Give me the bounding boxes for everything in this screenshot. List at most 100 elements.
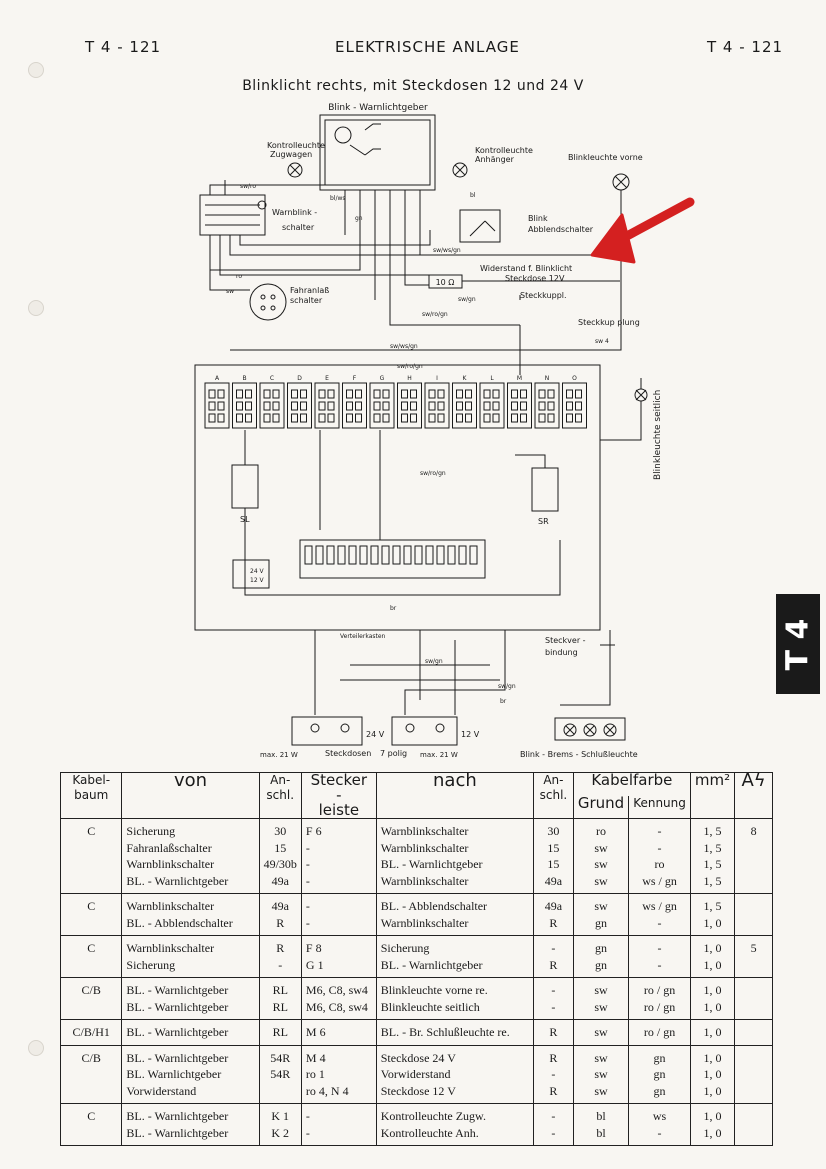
wire-label: ro (236, 273, 242, 280)
cell-kenn: ws- (628, 1103, 691, 1146)
cell-line: - (657, 824, 662, 838)
cell-line: 49/30b (263, 857, 297, 871)
cell-a (734, 1044, 773, 1104)
plug-pin (381, 545, 390, 565)
cell-line: Warnblinkschalter (380, 824, 469, 838)
cell-line: Warnblinkschalter (380, 873, 469, 888)
header-a-label: A (741, 770, 754, 791)
page-title: Blinklicht rechts, mit Steckdosen 12 und… (242, 78, 584, 94)
cell-line: R (276, 915, 285, 930)
kontrolleuchte-anh-lamp (452, 162, 468, 178)
cell-line: Steckdose 24 V (380, 1050, 456, 1065)
warnblinkschalter-label-2: schalter (282, 223, 315, 232)
cell-line: C/B (81, 983, 101, 997)
fuse-label: H (407, 375, 412, 382)
cell-line: gn (595, 957, 608, 972)
cell-line: R (549, 1050, 558, 1065)
cell-line: Warnblinkschalter (126, 857, 215, 871)
cell-line: 8 (750, 824, 757, 838)
plug-pin (425, 545, 434, 565)
cell-line: Sicherung (126, 957, 176, 972)
kontrolleuchte-anh-label-1: Kontrolleuchte (475, 146, 533, 155)
cell-an: RL (258, 1019, 302, 1046)
cell-line: - (305, 840, 310, 855)
cell-line: ro (596, 824, 607, 838)
cell-baum: C/B (59, 977, 123, 1020)
plug-pin (403, 545, 412, 565)
fuse-label: O (572, 375, 577, 382)
cell-line: Vorwiderstand (380, 1067, 451, 1081)
abblendschalter-label-1: Blink (528, 214, 548, 223)
cell-line: - (305, 1125, 310, 1140)
plug-pin (304, 545, 313, 565)
central-plug-strip (299, 539, 486, 579)
fuse-slot: I (424, 375, 450, 429)
cell-line: 30 (547, 824, 560, 838)
cell-line: - (305, 873, 310, 888)
cell-line: Kontrolleuchte Anh. (380, 1125, 479, 1140)
cell-line: 1, 0 (703, 983, 722, 997)
cell-line: gn (653, 1067, 666, 1081)
header-anschl: An-schl. (258, 772, 302, 819)
cell-line: BL. - Warnlichtgeber (126, 999, 229, 1014)
cell-line: sw (594, 1083, 608, 1098)
cell-baum: C (59, 935, 123, 978)
fuse-label: E (325, 375, 329, 382)
cell-a (734, 977, 773, 1020)
max-21w-b: max. 21 W (420, 751, 458, 759)
cell-line: 1, 0 (703, 1125, 722, 1140)
cell-line: 1, 5 (703, 824, 722, 838)
binder-hole (28, 1040, 44, 1056)
fuse-label: N (545, 375, 550, 382)
cell-line: sw (594, 1067, 608, 1081)
wire-color-labels: sw/ro bl/ws gn sw/ws/gn ro sw sw/gn sw/r… (226, 183, 609, 705)
fuse-label: K (463, 375, 468, 382)
wire-label: sw/ro (240, 183, 256, 190)
header-kabelbaum-1: Kabel- (72, 773, 111, 787)
cell-line: gn (653, 1050, 666, 1065)
cell-line: BL. - Br. Schlußleuchte re. (380, 1025, 510, 1039)
cell-line: 1, 0 (703, 941, 722, 955)
cell-line: 1, 0 (703, 1025, 722, 1039)
max-21w-a: max. 21 W (260, 751, 298, 759)
cell-line: Warnblinkschalter (126, 941, 215, 955)
cell-line: sw (594, 899, 608, 913)
cell-line: 15 (547, 840, 560, 855)
cell-an: R- (258, 935, 302, 978)
wire-label: sw/ws/gn (390, 343, 418, 350)
relay-contacts-icon (349, 123, 381, 156)
cell-line: - (305, 915, 310, 930)
cell-line: 5 (750, 941, 757, 955)
cell-line: F 6 (305, 824, 322, 838)
cell-line: sw (594, 873, 608, 888)
binder-hole (28, 300, 44, 316)
cell-line: - (551, 1125, 556, 1140)
cell-grund: sw (572, 1019, 630, 1046)
fuse-label: A (215, 375, 220, 382)
cell-line: 1, 0 (703, 915, 722, 930)
cell-line: ws (652, 1109, 667, 1123)
plug-pin (348, 545, 357, 565)
cell-line: sw (594, 857, 608, 871)
cell-line: - (657, 941, 662, 955)
fuse-slot: G (369, 375, 395, 429)
cell-a: 8 (734, 818, 773, 894)
wire-label: gn (355, 215, 363, 222)
cell-line: R (549, 1083, 558, 1098)
fuse-label: F (353, 375, 357, 382)
cell-line: K 1 (271, 1109, 290, 1123)
cell-line: BL. - Warnlichtgeber (380, 957, 483, 972)
plug-pin (392, 545, 401, 565)
